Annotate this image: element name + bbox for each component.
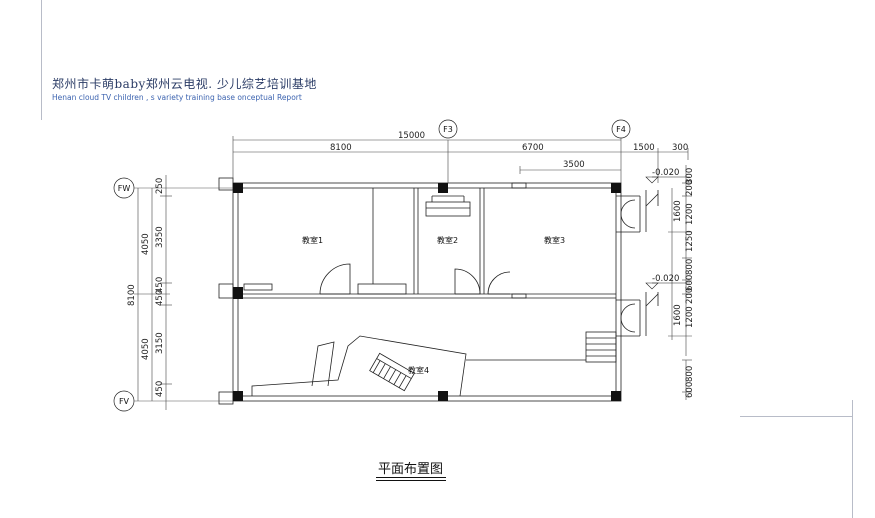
outer-wall-inner [237, 187, 617, 397]
room-3-label: 教室3 [544, 235, 565, 245]
dim-right-1600b: 1600 [673, 304, 683, 326]
room-2-label: 教室2 [437, 235, 458, 245]
room-1-label: 教室1 [302, 235, 323, 245]
dim-right-600b: 600 [685, 382, 695, 398]
axis-fw: FW [118, 184, 131, 193]
dim-right-800a: 800 [685, 259, 695, 275]
plan-caption: 平面布置图 [378, 462, 444, 477]
frame-left-line [41, 0, 42, 120]
dim-right-1600a: 1600 [673, 200, 683, 222]
axis-f3: F3 [443, 125, 453, 134]
dim-left-3150: 3150 [155, 332, 165, 354]
dim-1500: 1500 [633, 143, 655, 153]
axis-fv: FV [119, 397, 130, 406]
dim-8100: 8100 [330, 143, 352, 153]
dim-left-450a: 450 [155, 277, 165, 293]
dim-right-300: 300 [685, 168, 695, 184]
dim-left-250: 250 [155, 178, 165, 194]
dim-3500: 3500 [563, 160, 585, 170]
axis-f4: F4 [616, 125, 626, 134]
caption-underline-1 [376, 477, 446, 478]
frame-right-line [852, 400, 853, 518]
level-bottom: -0.020 [652, 274, 679, 284]
room-4-label: 教室4 [408, 365, 429, 375]
dim-300: 300 [672, 143, 688, 153]
dim-left-450b: 450 [155, 290, 165, 306]
dim-right-1200b: 1200 [685, 306, 695, 328]
dim-left-8100: 8100 [127, 284, 137, 306]
title-english: Henan cloud TV children , s variety trai… [52, 93, 302, 102]
dim-left-4050-bottom: 4050 [141, 338, 151, 360]
dim-left-450c: 450 [155, 381, 165, 397]
dim-right-1200a: 1200 [685, 203, 695, 225]
dim-total-width: 15000 [398, 131, 425, 141]
dim-6700: 6700 [522, 143, 544, 153]
dim-right-800b: 800 [685, 366, 695, 382]
dim-left-4050-top: 4050 [141, 233, 151, 255]
dim-right-200: 200 [685, 180, 695, 196]
level-top: -0.020 [652, 168, 679, 178]
caption-underline-2 [376, 480, 446, 481]
dim-right-1250: 1250 [685, 230, 695, 252]
frame-bottom-line [740, 416, 852, 417]
dim-left-3350: 3350 [155, 226, 165, 248]
title-chinese: 郑州市卡萌baby郑州云电视. 少儿综艺培训基地 [52, 77, 317, 91]
dim-right-200b: 200 [685, 288, 695, 304]
